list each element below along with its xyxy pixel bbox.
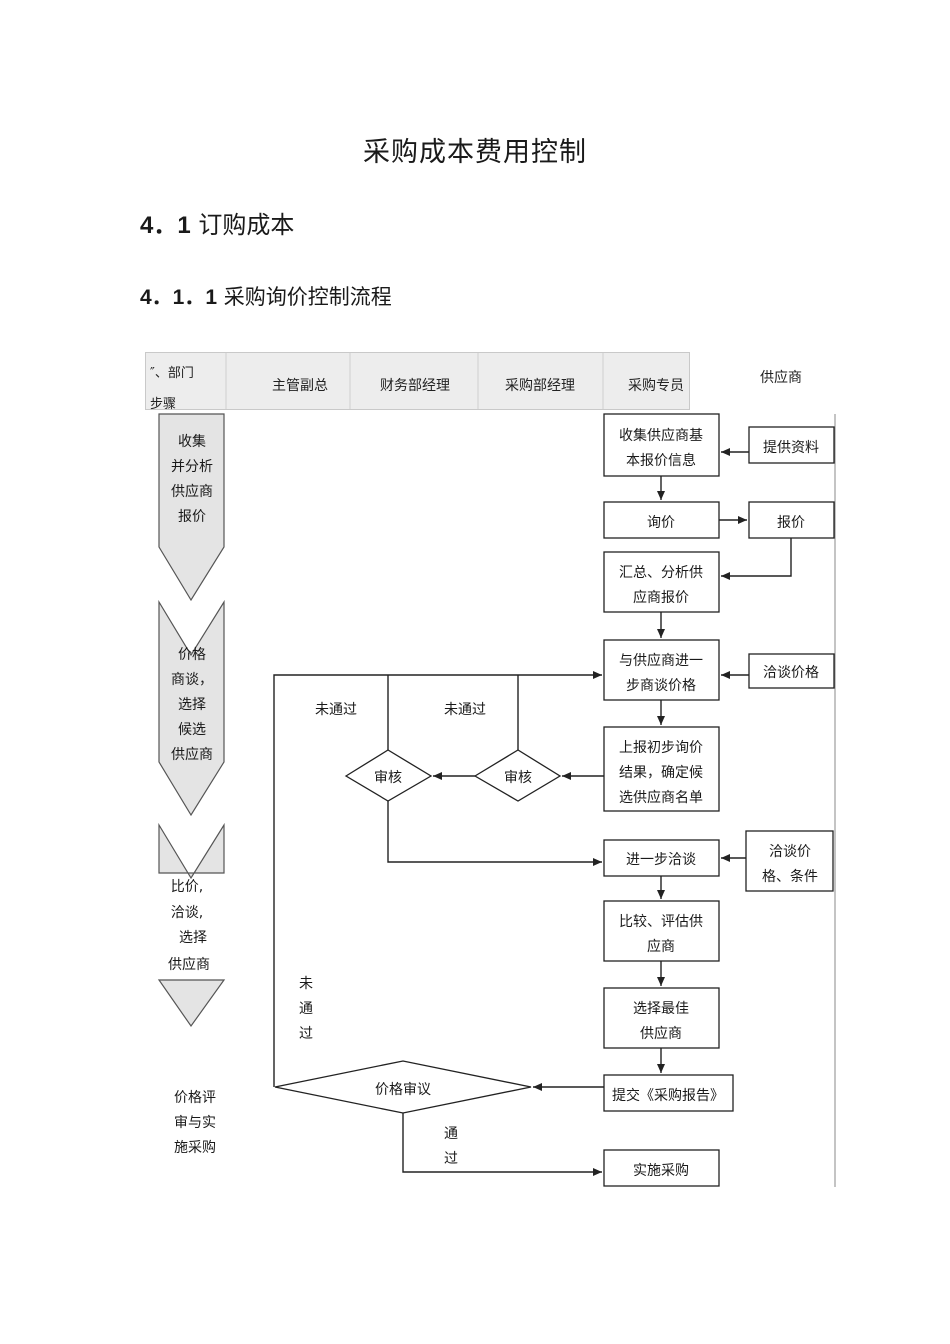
subsection-number: 4．1．1 [140,286,218,309]
not-passed-v1: 未 [299,976,313,992]
box-further-negotiate [603,839,720,877]
submit-report-label: 提交《采购报告》 [612,1087,724,1104]
provide-label: 提供资料 [763,440,819,456]
negotiate1-line1: 与供应商进一 [619,652,703,669]
header-col-supplier: 供应商 [760,370,802,386]
step3-line4: 供应商 [168,956,210,973]
step2-line5: 供应商 [171,746,213,763]
not-passed-v3: 过 [299,1026,313,1042]
header-dividers [225,353,604,409]
step1-line1: 收集 [178,433,206,450]
box-inquiry [603,501,720,539]
passed-v1: 通 [444,1126,458,1142]
review-finance-label: 审核 [504,770,532,786]
decision-diamonds [274,749,562,1114]
subsection-heading: 4．1．1 采购询价控制流程 [140,281,392,311]
box-select-best [603,987,720,1049]
not-passed-v2: 通 [299,1001,313,1017]
summarize-line1: 汇总、分析供 [619,565,703,581]
step4-line1: 价格评 [174,1090,216,1106]
step2-chevron [158,599,225,817]
step-labels: 收集 并分析 供应商 报价 价格 商谈， 选择 候选 供应商 比价, 洽谈, 选… [168,433,216,1156]
select-best-line1: 选择最佳 [633,1001,689,1017]
step3-line1: 比价, [171,879,203,895]
box-implement [603,1149,720,1187]
not-passed-label-2: 未通过 [444,702,486,718]
section-title: 订购成本 [198,211,295,239]
box-negotiate-price [603,639,720,701]
document-title: 采购成本费用控制 [363,137,587,168]
box-texts: 收集供应商基 本报价信息 提供资料 询价 报价 汇总、分析供 应商报价 与供应商… [299,427,819,1179]
diamond-review-finance [473,749,562,802]
quote-label: 报价 [777,515,805,531]
passed-v2: 过 [444,1151,458,1167]
step2-line4: 候选 [178,722,206,738]
header-col-finance-mgr: 财务部经理 [380,378,450,394]
step1-chevron [158,413,225,602]
step2-line3: 选择 [178,697,206,713]
step2-line1: 价格 [178,647,206,663]
review-mgr-label: 审核 [374,770,402,786]
step3-line2: 洽谈, [171,905,203,921]
box-compare [603,900,720,962]
step1-line2: 并分析 [171,459,213,475]
implement-label: 实施采购 [633,1163,689,1179]
header-col-purchase-clerk: 采购专员 [628,378,684,394]
box-submit-report [603,1074,734,1112]
step3-line3: 选择 [179,930,207,946]
compare-line2: 应商 [647,938,675,955]
header-col-purchase-mgr: 采购部经理 [505,378,575,394]
step4-line2: 审与实 [174,1115,216,1131]
diamond-review-mgr [344,749,433,802]
box-report-initial [603,726,720,812]
price-review-label: 价格审议 [375,1082,431,1098]
negotiate-terms-line2: 格、条件 [762,868,818,885]
section-number: 4．1 [140,212,191,239]
diamond-price-review [274,1060,532,1114]
header-col-vp: 主管副总 [272,378,328,394]
step1-line3: 供应商 [171,483,213,500]
header-corner-department: ″、部门 [150,366,194,381]
header-corner-step: 步骤 [150,397,177,412]
connectors [273,448,792,1176]
negotiate-terms-line1: 洽谈价 [769,844,811,860]
step2-line2: 商谈， [171,672,213,688]
step3-chevron-bottom [157,979,226,1028]
further-negotiate-label: 进一步洽谈 [626,852,696,868]
swimlane-header [145,352,690,410]
step4-line3: 施采购 [174,1140,216,1156]
collect-line1: 收集供应商基 [619,427,703,444]
summarize-line2: 应商报价 [633,589,689,606]
step-chevrons [157,413,226,1028]
negotiate-price-label: 洽谈价格 [763,665,819,681]
report-line2: 结果，确定候 [619,765,703,781]
box-provide-data [748,426,835,464]
not-passed-label-1: 未通过 [315,702,357,718]
compare-line1: 比较、评估供 [619,914,703,930]
report-line1: 上报初步询价 [619,739,703,756]
step1-line4: 报价 [178,509,206,525]
negotiate1-line2: 步商谈价格 [626,678,696,694]
report-line3: 选供应商名单 [619,789,703,806]
inquiry-label: 询价 [647,515,675,531]
step3-chevron-top [158,822,225,880]
subsection-title: 采购询价控制流程 [223,285,392,309]
section-heading: 4．1 订购成本 [140,205,294,240]
box-negotiate-terms [745,830,834,892]
collect-line2: 本报价信息 [626,452,696,469]
select-best-line2: 供应商 [640,1025,682,1042]
box-supplier-negotiate [748,653,835,689]
